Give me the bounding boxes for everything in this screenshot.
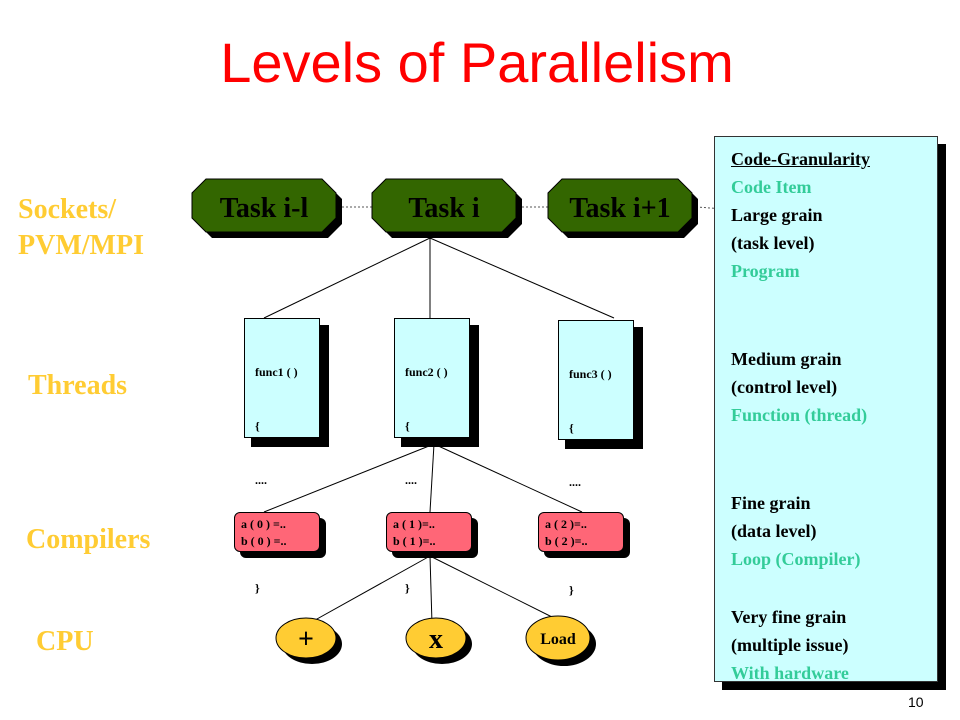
func-box-2: func2 ( ) { .... .... }: [394, 318, 479, 595]
granularity-panel-face: Code-Granularity Code Item Large grain (…: [714, 136, 938, 683]
task-node-2-label: Task i: [408, 193, 480, 224]
compiler-box-1: a ( 0 ) =.. b ( 0 ) =..: [234, 512, 326, 558]
cpu-op-load: Load: [525, 615, 596, 666]
page-number: 10: [908, 694, 924, 710]
task-node-3-face: [547, 178, 693, 233]
func-box-2-line4: }: [405, 581, 410, 595]
func-box-3-code: func3 ( ) { .... .... }: [569, 329, 612, 635]
connector-cmp-load: [429, 555, 555, 619]
connector-cmp-mult: [429, 555, 433, 625]
grain-large-item: Program: [731, 261, 800, 281]
grain-large-line1: Large grain: [731, 205, 823, 225]
connector-task-func3: [429, 237, 615, 319]
task-node-1-label: Task i-l: [220, 193, 309, 224]
task-node-3-label: Task i+1: [569, 193, 670, 224]
compiler-box-3-line2: b ( 2 )=..: [545, 534, 588, 548]
func-box-1-line1: {: [255, 419, 260, 433]
func-box-3-line4: }: [569, 583, 574, 597]
task-node-2: Task i: [371, 178, 522, 238]
connector-lines: [263, 237, 615, 625]
level-label-sockets-line2: PVM/MPI: [18, 230, 144, 261]
task-node-3: Task i+1: [547, 178, 698, 238]
compiler-box-1-face: a ( 0 ) =.. b ( 0 ) =..: [234, 512, 320, 552]
compiler-box-2-face: a ( 1 )=.. b ( 1 )=..: [386, 512, 472, 552]
cpu-op-mult-label: x: [429, 624, 443, 655]
compiler-box-2: a ( 1 )=.. b ( 1 )=..: [386, 512, 478, 558]
level-label-cpu: CPU: [36, 626, 94, 657]
func-box-2-line1: {: [405, 419, 410, 433]
func-box-1-line4: }: [255, 581, 260, 595]
func-box-3-line2: ....: [569, 475, 581, 489]
compiler-box-1-line2: b ( 0 ) =..: [241, 534, 287, 548]
cpu-op-mult-face: [405, 617, 467, 659]
cpu-op-mult: x: [405, 617, 472, 664]
connector-func-cmp3: [433, 443, 583, 513]
connector-func-cmp2: [429, 443, 435, 513]
compiler-box-2-line2: b ( 1 )=..: [393, 534, 436, 548]
connector-func-cmp1: [263, 443, 435, 513]
level-label-threads: Threads: [28, 370, 128, 401]
func-box-1-name: func1 ( ): [255, 365, 298, 379]
compiler-box-3-line1: a ( 2 )=..: [545, 517, 587, 531]
func-box-3-face: func3 ( ) { .... .... }: [558, 320, 634, 597]
grain-fine-item: Loop (Compiler): [731, 549, 861, 569]
grain-large-line2: (task level): [731, 233, 815, 253]
grain-fine-line2: (data level): [731, 521, 817, 541]
cpu-op-plus: +: [275, 617, 342, 664]
grain-very-fine-line1: Very fine grain: [731, 607, 847, 627]
task-node-1-face: [191, 178, 337, 233]
compiler-box-2-line1: a ( 1 )=..: [393, 517, 435, 531]
cpu-op-plus-face: [275, 617, 337, 659]
cpu-op-load-face: [525, 615, 591, 661]
func-box-1-line2: ....: [255, 473, 267, 487]
cpu-op-plus-label: +: [298, 624, 314, 655]
compiler-box-3: a ( 2 )=.. b ( 2 )=..: [538, 512, 630, 558]
func-box-2-line2: ....: [405, 473, 417, 487]
grain-medium-item: Function (thread): [731, 405, 868, 425]
cpu-op-load-label: Load: [540, 631, 576, 648]
level-label-sockets-line1: Sockets/: [18, 194, 116, 225]
task-node-1: Task i-l: [191, 178, 342, 238]
task-node-2-face: [371, 178, 517, 233]
granularity-subheading: Code Item: [731, 177, 812, 197]
func-box-1-face: func1 ( ) { .... .... }: [244, 318, 320, 595]
granularity-heading: Code-Granularity: [731, 149, 870, 169]
grain-very-fine-line2: (multiple issue): [731, 635, 849, 655]
func-box-1: func1 ( ) { .... .... }: [244, 318, 329, 595]
func-box-3-name: func3 ( ): [569, 367, 612, 381]
func-box-2-face: func2 ( ) { .... .... }: [394, 318, 470, 595]
page-title: Levels of Parallelism: [220, 31, 734, 94]
connector-cmp-plus: [307, 555, 431, 625]
compiler-box-1-line1: a ( 0 ) =..: [241, 517, 286, 531]
func-box-2-name: func2 ( ): [405, 365, 448, 379]
level-label-compilers: Compilers: [26, 524, 151, 555]
connector-task-func1: [263, 237, 431, 319]
func-box-3-line1: {: [569, 421, 574, 435]
grain-medium-line2: (control level): [731, 377, 838, 397]
func-box-1-code: func1 ( ) { .... .... }: [255, 327, 298, 633]
level-label-sockets: Sockets/ PVM/MPI: [18, 192, 144, 264]
func-box-2-code: func2 ( ) { .... .... }: [405, 327, 448, 633]
func-box-3: func3 ( ) { .... .... }: [558, 320, 643, 597]
grain-very-fine-item: With hardware: [731, 663, 849, 683]
grain-fine-line1: Fine grain: [731, 493, 811, 513]
granularity-panel: Code-Granularity Code Item Large grain (…: [714, 136, 946, 690]
grain-medium-line1: Medium grain: [731, 349, 842, 369]
compiler-box-3-face: a ( 2 )=.. b ( 2 )=..: [538, 512, 624, 552]
